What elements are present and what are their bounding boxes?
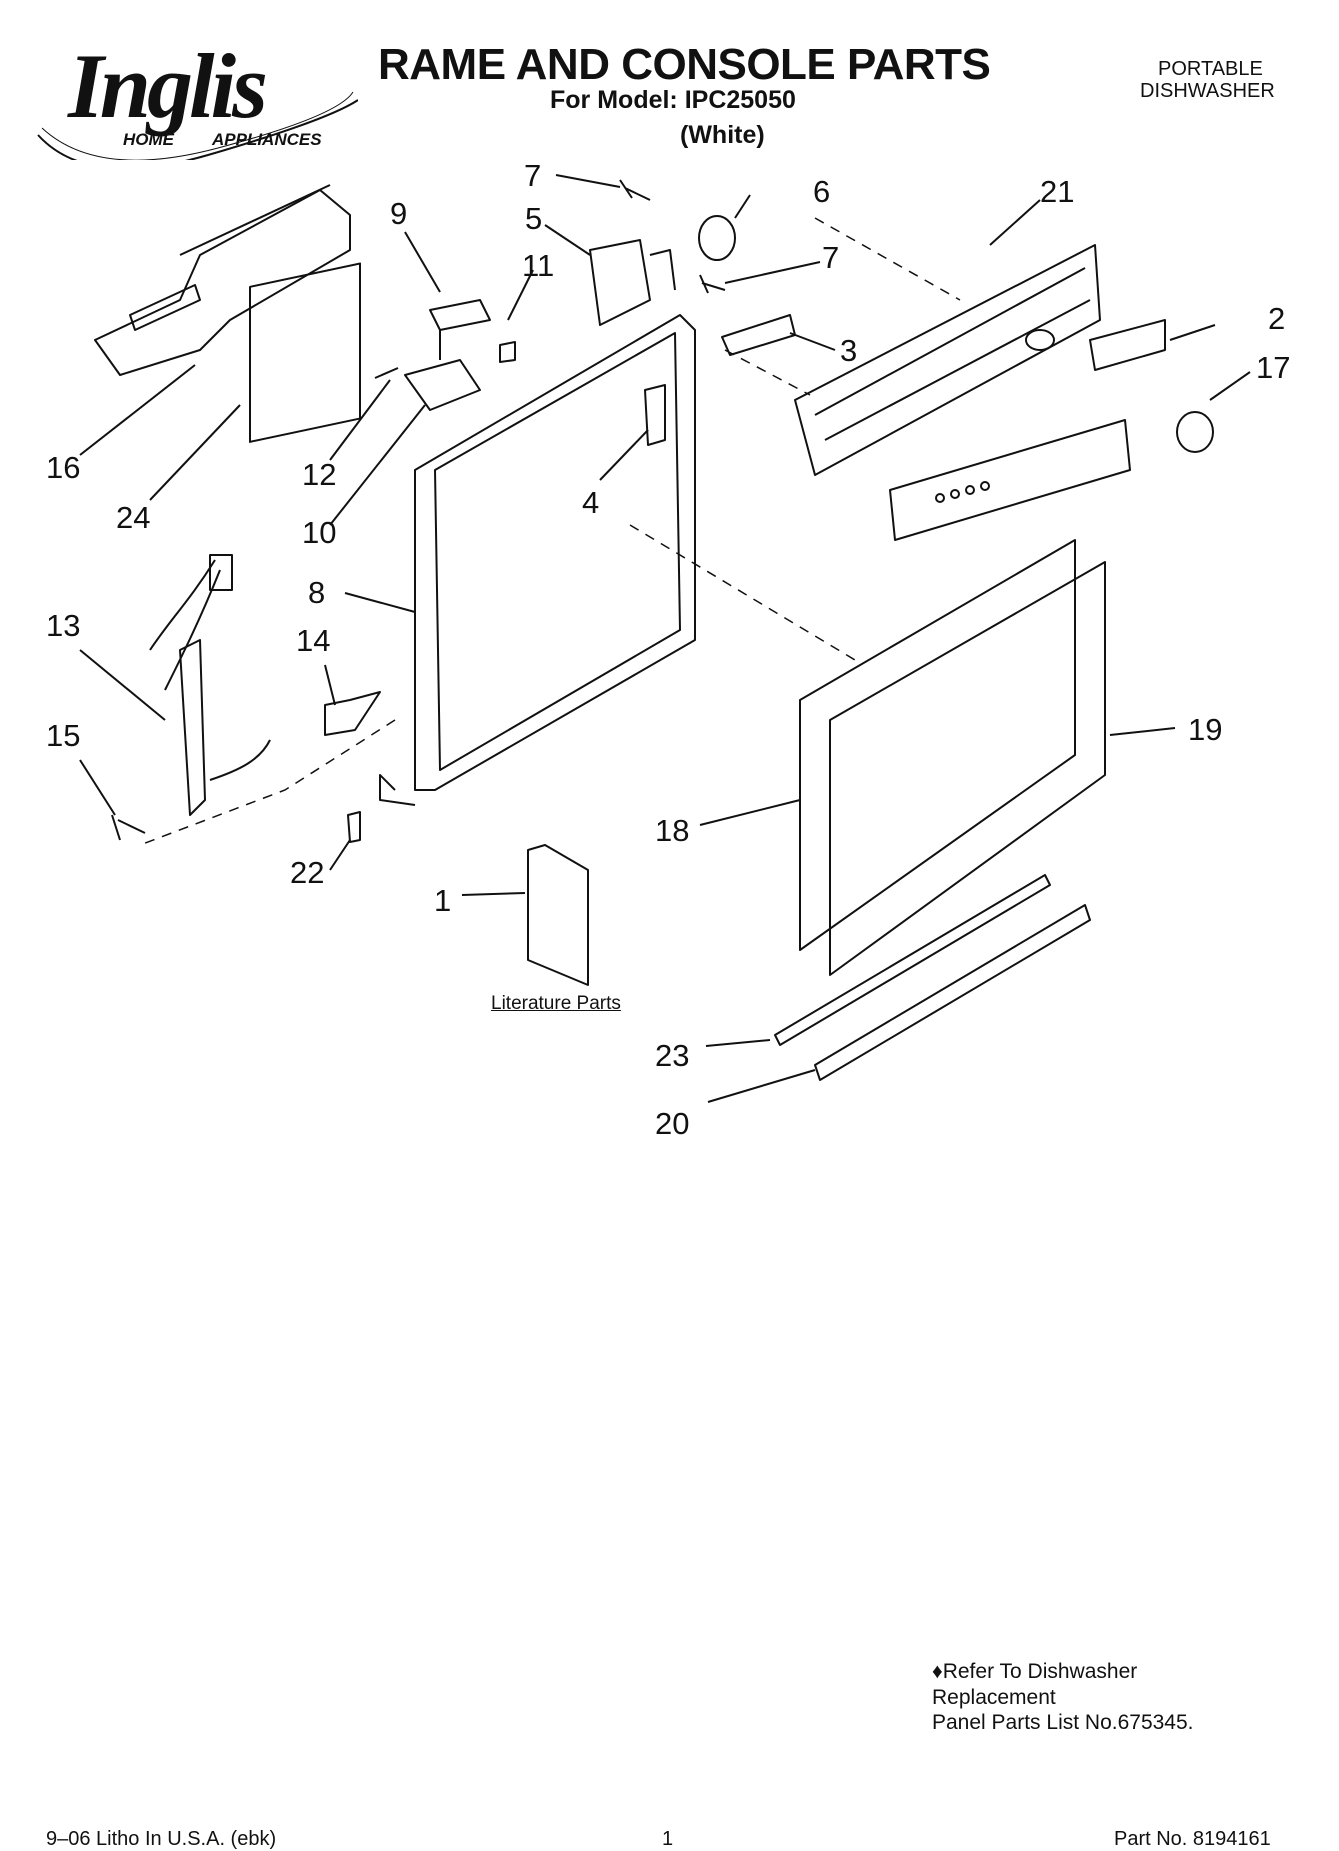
- callout-11: 11: [522, 248, 555, 283]
- part-literature: [527, 844, 589, 986]
- callout-16: 16: [46, 450, 81, 485]
- callout-13: 13: [46, 608, 81, 643]
- part-overlay: [1089, 319, 1166, 371]
- part-insulation-sheet: [249, 262, 361, 443]
- part-latch-assembly: [374, 299, 516, 411]
- brand-sub-appliances: APPLIANCES: [212, 130, 322, 149]
- brand-name: Inglis: [68, 35, 268, 137]
- part-clip: [347, 811, 361, 843]
- part-screw-left: [111, 814, 146, 841]
- callout-7-top: 7: [524, 158, 542, 193]
- callout-4: 4: [582, 485, 600, 520]
- footer-litho: 9–06 Litho In U.S.A. (ebk): [46, 1828, 277, 1850]
- callout-15: 15: [46, 718, 81, 753]
- callout-7-mid: 7: [822, 240, 840, 275]
- part-control-strip: [889, 419, 1131, 541]
- callout-8: 8: [308, 575, 326, 610]
- literature-parts-label: Literature Parts: [491, 993, 621, 1014]
- part-outer-panel: [799, 539, 1076, 951]
- callout-17: 17: [1256, 350, 1291, 385]
- callout-18: 18: [655, 813, 690, 848]
- logo-swoosh: [37, 91, 358, 160]
- brand-sub-home: HOME: [123, 130, 174, 149]
- note-line3: Panel Parts List No.675345.: [932, 1711, 1194, 1734]
- part-screw-mid: [699, 274, 726, 294]
- part-wire-harness: [149, 554, 271, 816]
- part-latch-plate: [644, 384, 666, 446]
- note-line2: Replacement: [932, 1686, 1056, 1709]
- model-line: For Model: IPC25050: [550, 86, 796, 114]
- part-bottom-trim: [814, 904, 1091, 1081]
- part-door-frame: [379, 314, 696, 806]
- callout-24: 24: [116, 500, 151, 535]
- callout-20: 20: [655, 1106, 690, 1141]
- part-control-housing: [94, 184, 351, 376]
- callout-5: 5: [525, 201, 543, 236]
- part-door-switch: [589, 239, 676, 326]
- part-cam: [698, 215, 736, 261]
- part-sensor: [324, 691, 381, 736]
- footer-page-number: 1: [662, 1828, 674, 1850]
- callout-6: 6: [813, 174, 831, 209]
- part-knob: [1176, 411, 1214, 453]
- callout-1: 1: [434, 883, 452, 918]
- part-inner-panel: [829, 561, 1106, 976]
- product-type-line1: PORTABLE: [1158, 58, 1263, 80]
- callout-21: 21: [1040, 174, 1075, 209]
- part-console-panel: [794, 244, 1101, 476]
- page-title: RAME AND CONSOLE PARTS: [378, 40, 991, 89]
- callout-10: 10: [302, 515, 337, 550]
- part-bracket: [721, 314, 796, 356]
- product-type-line2: DISHWASHER: [1140, 80, 1275, 102]
- part-screw-top: [619, 179, 651, 201]
- color-line: (White): [680, 121, 765, 149]
- part-trim-strip: [774, 874, 1051, 1046]
- callout-22: 22: [290, 855, 325, 890]
- footer-part-number: Part No. 8194161: [1114, 1828, 1271, 1850]
- callout-23: 23: [655, 1038, 690, 1073]
- callout-12: 12: [302, 457, 337, 492]
- callout-9: 9: [390, 196, 408, 231]
- callout-3: 3: [840, 333, 858, 368]
- callout-14: 14: [296, 623, 331, 658]
- brand-logo: Inglis HOME APPLIANCES: [28, 40, 358, 160]
- callout-2: 2: [1268, 301, 1286, 336]
- callout-19: 19: [1188, 712, 1223, 747]
- note-line1: ♦Refer To Dishwasher: [932, 1660, 1138, 1683]
